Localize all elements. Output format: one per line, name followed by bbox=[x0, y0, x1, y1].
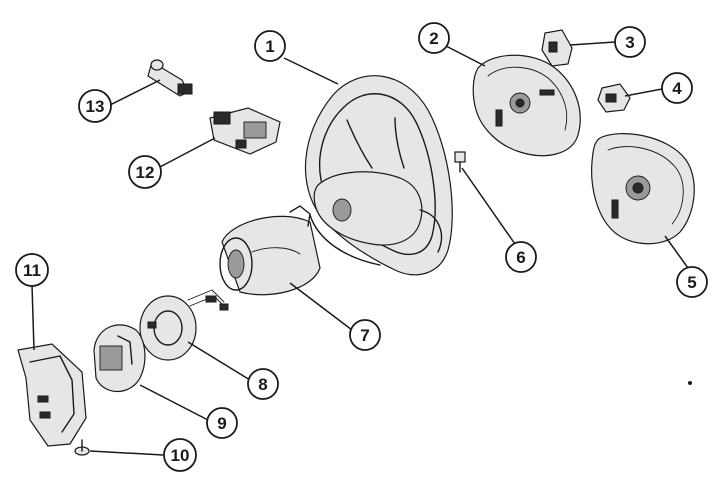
callout-label-2: 2 bbox=[429, 29, 438, 48]
leader-line-10 bbox=[89, 450, 164, 456]
callout-9: 9 bbox=[206, 407, 238, 439]
callout-12: 12 bbox=[128, 155, 162, 189]
callout-label-10: 10 bbox=[171, 446, 190, 465]
key-cylinder-icon bbox=[147, 59, 193, 97]
callout-1: 1 bbox=[254, 30, 286, 62]
bolt-icon bbox=[454, 151, 466, 173]
driver-airbag-module-icon bbox=[472, 54, 581, 157]
ignition-switch-icon bbox=[209, 107, 281, 155]
callout-label-3: 3 bbox=[625, 33, 634, 52]
callout-6: 6 bbox=[505, 241, 537, 273]
callout-3: 3 bbox=[614, 26, 646, 58]
horn-switch-icon bbox=[597, 83, 631, 113]
leader-line-6 bbox=[461, 167, 516, 245]
callout-4: 4 bbox=[661, 72, 693, 104]
callout-label-4: 4 bbox=[672, 79, 682, 98]
callout-11: 11 bbox=[15, 253, 49, 287]
callout-label-5: 5 bbox=[687, 273, 696, 292]
steering-wheel-icon bbox=[304, 75, 453, 276]
column-shroud-icon bbox=[219, 205, 321, 296]
stray-mark bbox=[688, 381, 692, 385]
leader-line-3 bbox=[569, 41, 616, 46]
leader-line-11 bbox=[31, 284, 35, 351]
screw-icon bbox=[74, 439, 90, 456]
leader-line-9 bbox=[139, 384, 209, 421]
callout-13: 13 bbox=[78, 89, 112, 123]
leader-line-5 bbox=[664, 235, 689, 269]
callout-label-1: 1 bbox=[265, 37, 274, 56]
callout-7: 7 bbox=[349, 319, 381, 351]
callout-label-7: 7 bbox=[360, 326, 369, 345]
callout-10: 10 bbox=[163, 438, 197, 472]
leader-line-4 bbox=[624, 88, 663, 97]
callout-label-8: 8 bbox=[258, 375, 267, 394]
callout-label-12: 12 bbox=[136, 163, 155, 182]
clockspring-icon bbox=[139, 289, 229, 361]
callout-label-13: 13 bbox=[86, 97, 105, 116]
callout-2: 2 bbox=[418, 22, 450, 54]
callout-8: 8 bbox=[247, 368, 279, 400]
leader-line-1 bbox=[283, 57, 339, 85]
horn-switch-icon bbox=[541, 29, 573, 67]
callout-5: 5 bbox=[676, 266, 708, 298]
clockspring-icon bbox=[93, 324, 146, 392]
leader-line-12 bbox=[157, 137, 216, 169]
driver-airbag-module-icon bbox=[591, 133, 695, 245]
callout-label-6: 6 bbox=[516, 248, 525, 267]
leader-line-7 bbox=[289, 282, 353, 331]
callout-label-11: 11 bbox=[23, 261, 41, 280]
callout-label-9: 9 bbox=[217, 414, 226, 433]
leader-line-13 bbox=[107, 79, 161, 107]
leader-lines bbox=[31, 41, 689, 456]
leader-line-2 bbox=[445, 45, 486, 67]
lower-shroud-icon bbox=[17, 343, 87, 447]
leader-line-8 bbox=[187, 341, 251, 381]
